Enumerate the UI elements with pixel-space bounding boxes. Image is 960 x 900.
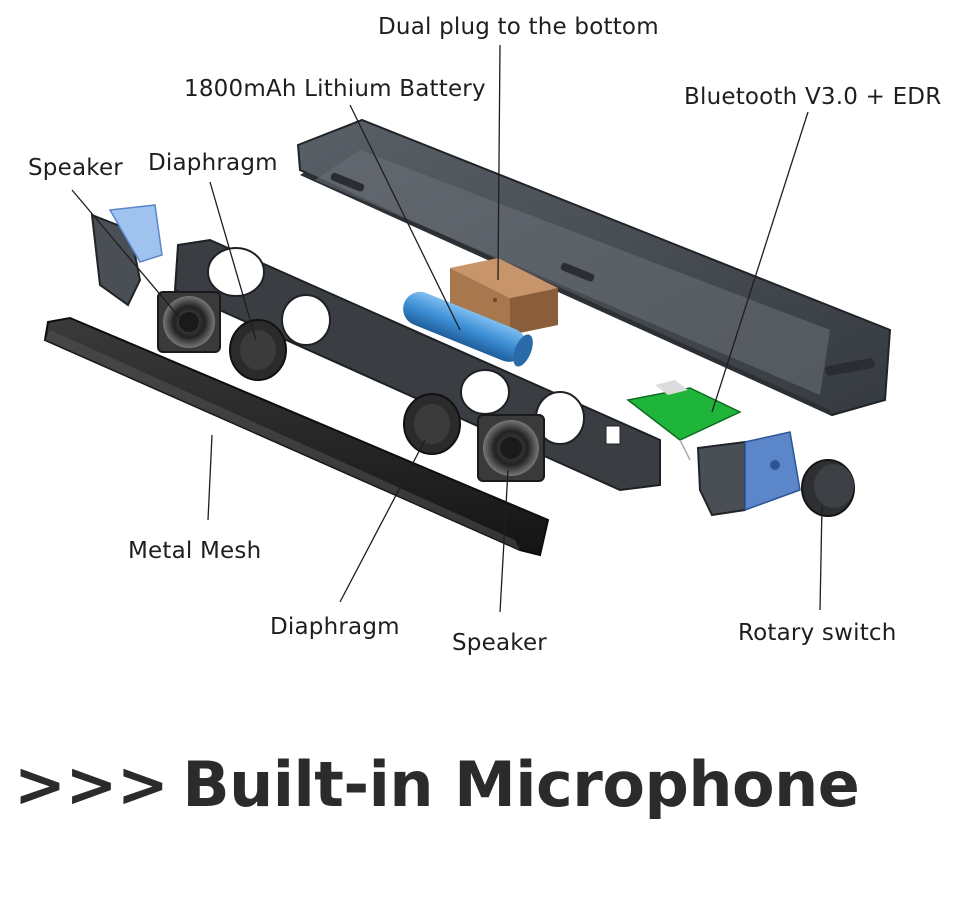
leader-speaker-left bbox=[71, 189, 181, 319]
leader-rotary-switch bbox=[819, 504, 823, 611]
diaphragm-left bbox=[229, 319, 287, 381]
diaphragm-bottom bbox=[403, 393, 461, 455]
lithium-battery bbox=[403, 291, 533, 367]
leader-metal-mesh bbox=[207, 434, 213, 521]
label-dual-plug: Dual plug to the bottom bbox=[378, 14, 659, 40]
label-diaphragm-top: Diaphragm bbox=[148, 150, 278, 176]
right-end-cap bbox=[696, 431, 801, 517]
label-battery: 1800mAh Lithium Battery bbox=[184, 76, 486, 102]
leader-speaker-bottom bbox=[499, 469, 509, 613]
dual-plug-block bbox=[450, 258, 558, 335]
headline-arrows: >>> bbox=[14, 748, 169, 821]
leader-battery bbox=[349, 104, 461, 331]
label-metal-mesh: Metal Mesh bbox=[128, 538, 262, 564]
label-speaker-left: Speaker bbox=[28, 155, 123, 181]
leader-bluetooth bbox=[711, 111, 809, 413]
leader-diaphragm-bottom bbox=[339, 439, 426, 603]
left-end-cap bbox=[90, 204, 163, 307]
headline: >>>Built-in Microphone bbox=[14, 748, 860, 821]
rotary-switch-knob bbox=[801, 459, 855, 517]
label-diaphragm-bottom: Diaphragm bbox=[270, 614, 400, 640]
label-rotary-switch: Rotary switch bbox=[738, 620, 897, 646]
leader-dual-plug bbox=[497, 44, 501, 281]
rear-housing bbox=[296, 118, 892, 417]
leader-diaphragm-top bbox=[209, 181, 257, 341]
metal-mesh bbox=[43, 316, 550, 557]
headline-text: Built-in Microphone bbox=[182, 748, 860, 821]
diagram-drawing bbox=[43, 44, 892, 613]
speaker-bottom bbox=[477, 414, 545, 482]
speaker-left bbox=[157, 291, 221, 353]
bluetooth-pcb bbox=[626, 380, 742, 461]
leader-lines bbox=[71, 44, 823, 613]
label-bluetooth: Bluetooth V3.0 + EDR bbox=[684, 84, 942, 110]
label-speaker-bottom: Speaker bbox=[452, 630, 547, 656]
